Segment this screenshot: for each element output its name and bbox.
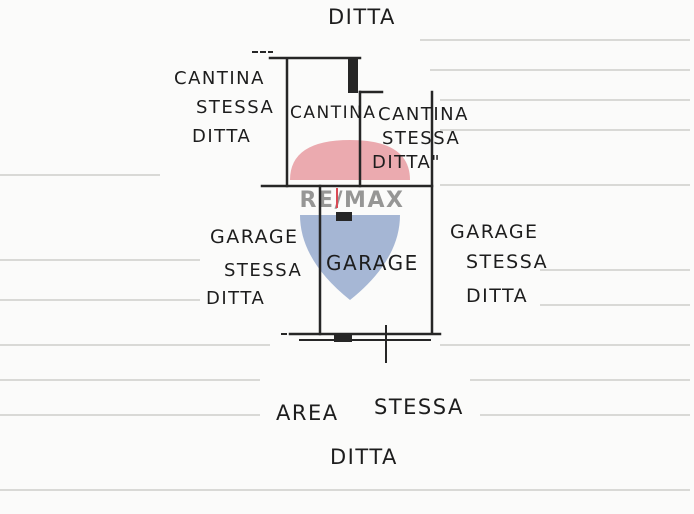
- label-cantina-right-1: CANTINA: [378, 104, 469, 125]
- label-cantina-left-1: CANTINA: [174, 68, 265, 89]
- label-cantina-right-3: DITTA": [372, 152, 441, 173]
- label-garage-left-2: STESSA: [224, 260, 302, 281]
- chimney-block: [348, 57, 358, 93]
- label-garage-right-2: STESSA: [466, 251, 548, 273]
- balloon-blue-bottom: [300, 215, 400, 300]
- label-cantina-left-3: DITTA: [192, 126, 251, 147]
- label-cantina-center: CANTINA: [290, 103, 376, 123]
- label-bottom-ditta: DITTA: [330, 445, 398, 469]
- label-top-ditta: DITTA: [328, 5, 396, 29]
- balloon-red-top: [290, 140, 410, 180]
- watermark-text: RE/MAX: [300, 188, 405, 213]
- label-garage-right-3: DITTA: [466, 285, 528, 307]
- room-labels: DITTA CANTINA STESSA DITTA CANTINA CANTI…: [174, 5, 548, 469]
- background-texture: [0, 39, 690, 491]
- garage-door-threshold: [334, 334, 352, 342]
- label-cantina-left-2: STESSA: [196, 97, 274, 118]
- label-garage-left-3: DITTA: [206, 288, 265, 309]
- label-garage-right-1: GARAGE: [450, 221, 539, 243]
- label-garage-left-1: GARAGE: [210, 226, 299, 248]
- label-garage-center: GARAGE: [326, 251, 419, 275]
- label-bottom-stessa: STESSA: [374, 395, 464, 419]
- label-cantina-right-2: STESSA: [382, 128, 460, 149]
- remax-watermark: RE/MAX: [290, 140, 410, 300]
- label-bottom-area: AREA: [276, 401, 339, 425]
- walls: [252, 51, 442, 363]
- garage-marker: [336, 212, 352, 221]
